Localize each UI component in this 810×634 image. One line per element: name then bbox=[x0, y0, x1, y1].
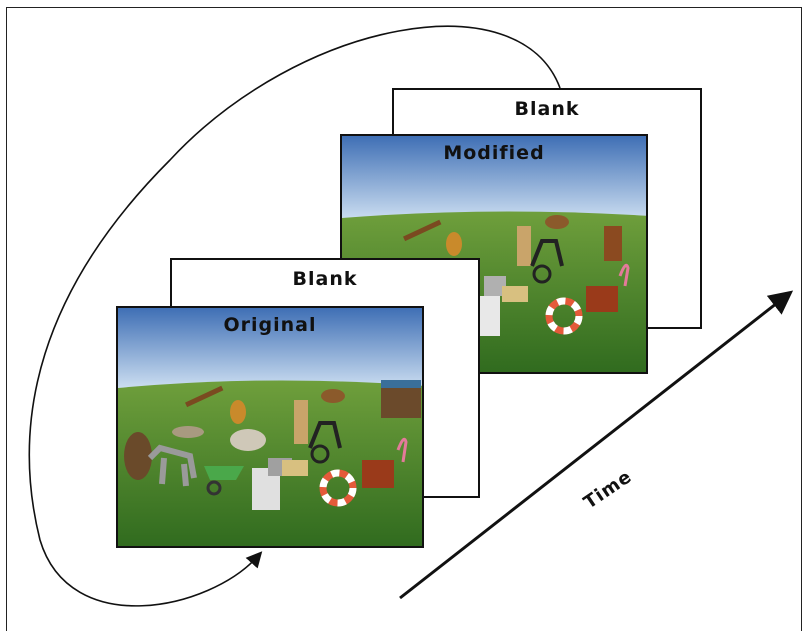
cabinet-icon bbox=[517, 226, 531, 266]
exercise-bike-icon bbox=[308, 421, 342, 449]
flamingo-icon bbox=[618, 263, 630, 287]
mask-icon bbox=[446, 232, 462, 256]
copier-icon bbox=[480, 296, 500, 336]
lizard-icon bbox=[172, 426, 204, 438]
original-scene: Original bbox=[116, 306, 424, 548]
telescope-icon bbox=[185, 385, 224, 408]
original-scene-image bbox=[118, 308, 422, 546]
box-icon bbox=[502, 286, 528, 302]
figure-border bbox=[6, 7, 802, 631]
time-arrow bbox=[399, 290, 794, 600]
chair-icon bbox=[604, 226, 622, 261]
telescope-icon bbox=[403, 219, 442, 242]
box-icon bbox=[282, 460, 308, 476]
wolf-icon bbox=[147, 444, 197, 487]
blank-back-label: Blank bbox=[514, 98, 580, 120]
loop-arrow bbox=[28, 25, 561, 607]
sheep-icon bbox=[230, 429, 266, 451]
cabinet-icon bbox=[294, 400, 308, 444]
accordion-icon bbox=[362, 460, 394, 488]
accordion-icon bbox=[586, 286, 618, 312]
original-label: Original bbox=[223, 314, 317, 336]
animal-icon bbox=[321, 389, 345, 403]
printer-icon bbox=[484, 276, 506, 296]
modified-label: Modified bbox=[443, 142, 545, 164]
exercise-bike-icon bbox=[530, 239, 564, 267]
blank-front-label: Blank bbox=[292, 268, 358, 290]
wheelbarrow-icon bbox=[204, 466, 244, 480]
bear-icon bbox=[124, 432, 152, 480]
mask-icon bbox=[230, 400, 246, 424]
flamingo-icon bbox=[396, 437, 408, 463]
animal-icon bbox=[545, 215, 569, 229]
